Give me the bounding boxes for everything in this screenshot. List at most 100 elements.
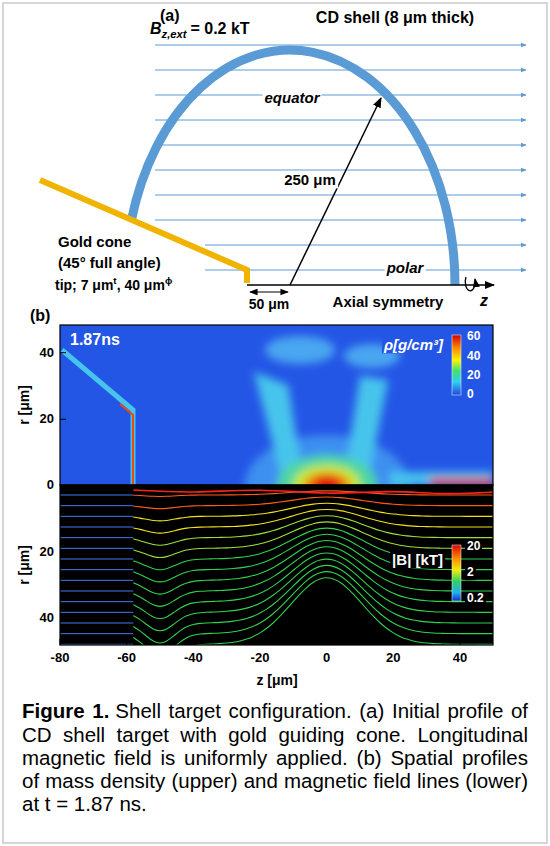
colorbar-tick: 0.2: [465, 592, 486, 606]
field-line: [60, 633, 133, 634]
density-halo: [245, 435, 409, 485]
figure-frame: [3, 3, 547, 843]
axis-tick: -80: [51, 651, 70, 666]
cd-shell: [131, 50, 455, 285]
tick-mark: [60, 352, 66, 353]
field-line: [133, 565, 493, 643]
tick-mark: [393, 639, 394, 645]
field-line: [155, 220, 526, 221]
field-line: [133, 503, 493, 521]
region-label: equator: [262, 89, 321, 106]
axis-ticks: [60, 353, 460, 645]
field-line: [60, 601, 133, 602]
field-line: [155, 170, 526, 171]
field-line: [155, 95, 526, 96]
density-jet: [390, 472, 493, 485]
dimension-label: 50 μm: [249, 296, 289, 312]
tick-mark: [60, 551, 66, 552]
colorbar-tick: 0: [465, 388, 476, 402]
field-map: [60, 485, 493, 645]
gold-cone: [40, 180, 247, 283]
dimension-label: , 40 μm: [117, 276, 165, 292]
dimension-mark: t: [113, 275, 116, 286]
shell-label: CD shell (8 μm thick): [314, 9, 476, 27]
field-line: [60, 591, 133, 592]
figure-number: Figure 1.: [22, 699, 109, 722]
axis-tick: 20: [40, 412, 54, 427]
field-line: [60, 505, 133, 506]
tick-mark: [193, 639, 194, 645]
axis-title: z [μm]: [256, 672, 297, 688]
symmetry-axis: [247, 284, 494, 286]
colorbar: [452, 335, 461, 395]
part-note: (45° full angle): [58, 254, 161, 271]
tick-mark: [260, 639, 261, 645]
density-core: [293, 465, 361, 485]
field-line: [60, 612, 133, 613]
field-line: [205, 270, 526, 271]
field-line: [60, 548, 133, 549]
field-value: = 0.2 kT: [190, 20, 249, 37]
axis-tick: 0: [323, 651, 330, 666]
axis-tick: -40: [184, 651, 203, 666]
panel-label: (b): [30, 307, 50, 325]
field-line: [60, 569, 133, 570]
field-line: [60, 580, 133, 581]
colorbar-tick: 40: [465, 350, 482, 364]
colorbar: [452, 545, 461, 601]
density-core: [312, 476, 342, 485]
field-line: [133, 491, 493, 497]
field-line: [133, 497, 493, 509]
tick-mark: [126, 639, 127, 645]
field-line: [133, 541, 493, 595]
field-line: [133, 534, 493, 582]
panel-label: (a): [160, 7, 180, 25]
field-line-group: [60, 490, 493, 645]
axis-title: r [μm]: [16, 545, 32, 585]
dimension-label: tip; 7 μm: [55, 276, 113, 292]
density-plume: [254, 372, 302, 472]
plot-frame: [60, 485, 493, 645]
field-line: [155, 45, 526, 46]
colorbar-title: ρ[g/cm³]: [382, 336, 445, 353]
field-symbol: B: [150, 20, 162, 37]
colorbar-tick: 60: [465, 330, 482, 344]
field-line: [60, 527, 133, 528]
density-features: [245, 336, 493, 485]
tick-mark: [60, 639, 61, 645]
annotation-run: tip; 7 μmt, 40 μmϕ: [55, 275, 172, 293]
colorbar-title: |B| [kT]: [390, 551, 445, 568]
field-line: [133, 578, 493, 645]
time-stamp: 1.87ns: [70, 331, 120, 349]
density-plume: [345, 376, 388, 472]
field-line: [155, 120, 526, 121]
field-line: [155, 70, 526, 71]
part-label: Gold cone: [58, 233, 131, 250]
density-wisp: [265, 336, 335, 364]
field-line: [60, 537, 133, 538]
field-line: [60, 495, 133, 496]
field-line: [155, 195, 526, 196]
axis-tick: 40: [40, 346, 54, 361]
axis-tick: 40: [453, 651, 467, 666]
density-map: [60, 325, 493, 485]
field-subscript: z,ext: [162, 28, 187, 40]
density-core: [277, 455, 377, 485]
dimension-label: 250 μm: [282, 171, 338, 188]
axis-tick: 20: [386, 651, 400, 666]
field-line: [133, 509, 493, 533]
axis-tick: 20: [40, 545, 54, 560]
colorbar-tick: 2: [465, 566, 476, 580]
axis-tick: 40: [40, 611, 54, 626]
field-line: [60, 516, 133, 517]
field-line: [60, 559, 133, 560]
colorbar-tick: 20: [465, 540, 482, 554]
tick-mark: [60, 618, 66, 619]
axis-tick: -20: [251, 651, 270, 666]
cone-wall: [62, 350, 133, 485]
plot-frame: [60, 325, 493, 485]
cone-wall: [120, 404, 133, 485]
axis-note: Axial symmetry: [333, 293, 444, 310]
tick-mark: [460, 639, 461, 645]
rotation-symbol: [465, 277, 475, 291]
